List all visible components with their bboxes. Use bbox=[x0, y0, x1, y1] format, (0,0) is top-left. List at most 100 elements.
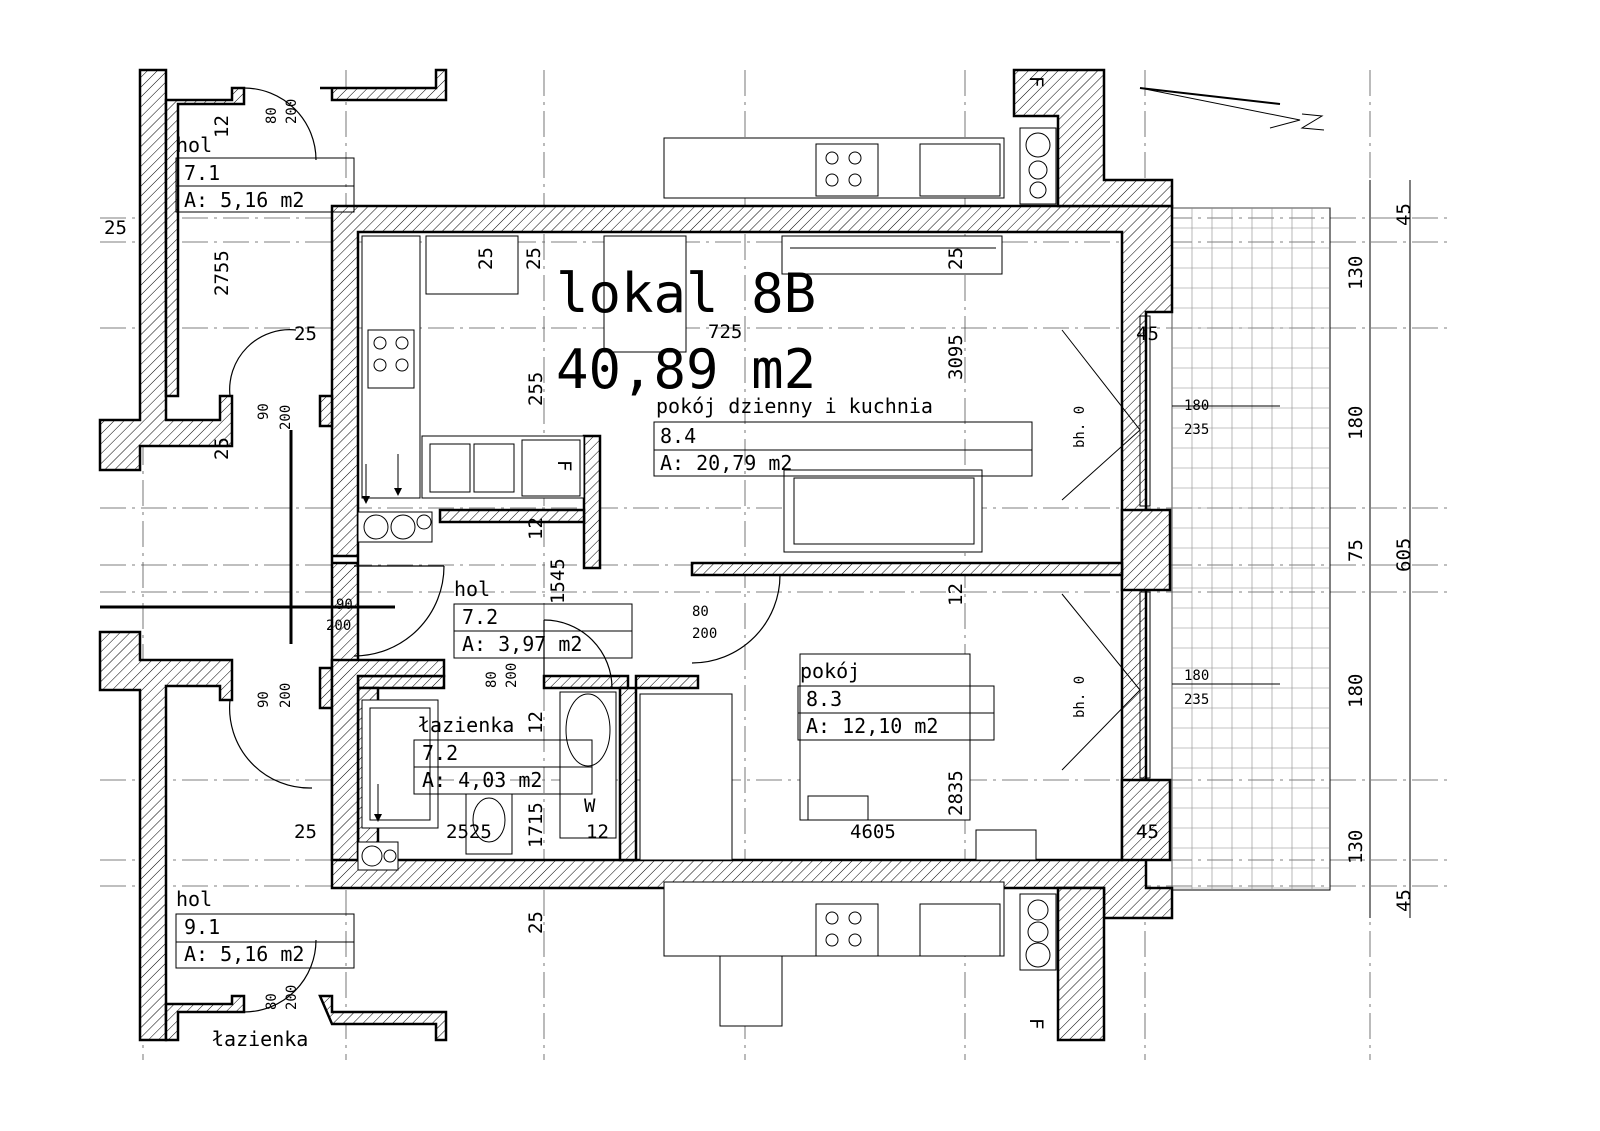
dim-v45-top: 45 bbox=[1393, 203, 1415, 226]
windows bbox=[1061, 315, 1151, 779]
dim-12-b: 12 bbox=[525, 711, 547, 734]
dim-12-c: 12 bbox=[586, 821, 609, 843]
room-area-living: A: 20,79 m2 bbox=[660, 451, 792, 475]
dim-255: 255 bbox=[525, 372, 547, 406]
door-dim-200: 200 bbox=[504, 663, 520, 688]
room-area-hall-bottom: A: 5,16 m2 bbox=[184, 942, 304, 966]
cut-label: łazienka bbox=[212, 1027, 308, 1051]
ventilation-shafts bbox=[357, 127, 1057, 971]
dim-725: 725 bbox=[708, 321, 742, 343]
furniture bbox=[639, 469, 1037, 861]
dim-v180-bot: 180 bbox=[1345, 674, 1367, 708]
room-name-living: pokój dzienny i kuchnia bbox=[656, 394, 933, 418]
dim-1715: 1715 bbox=[525, 802, 547, 848]
walls bbox=[98, 68, 1174, 1042]
f-mark-kitchen: F bbox=[553, 460, 575, 471]
door-dim-80b: 80 bbox=[692, 604, 709, 620]
room-name-hall-bottom: hol bbox=[176, 887, 212, 911]
w-mark: W bbox=[584, 795, 596, 817]
vent-arrows bbox=[362, 454, 402, 822]
f-mark-bottom: F bbox=[1025, 1018, 1047, 1029]
dim-25-top1: 25 bbox=[475, 247, 497, 270]
hall-jamb-top bbox=[318, 394, 334, 428]
dim-3095: 3095 bbox=[945, 334, 967, 380]
dim-45-r1: 45 bbox=[1136, 323, 1159, 345]
shaft-wall-bottom bbox=[1056, 886, 1106, 1042]
dim-180-r1: 180 bbox=[1184, 398, 1209, 414]
dim-25-c: 25 bbox=[294, 821, 317, 843]
room-number-hall: 7.2 bbox=[462, 605, 498, 629]
door-dim-90-cut: 90 bbox=[336, 597, 353, 613]
room-name-hall-top: hol bbox=[176, 133, 212, 157]
door-dim-200-bot: 200 bbox=[284, 985, 300, 1010]
f-mark-top: F bbox=[1025, 76, 1047, 87]
dim-v130-top: 130 bbox=[1345, 256, 1367, 290]
unit-area: 40,89 m2 bbox=[556, 338, 816, 401]
room-area-bedroom: A: 12,10 m2 bbox=[806, 714, 938, 738]
plan-texts: lokal 8B 40,89 m2 pokój dzienny i kuchni… bbox=[104, 76, 1415, 1051]
door-dim-90d: 90 bbox=[256, 691, 272, 708]
room-number-bedroom: 8.3 bbox=[806, 687, 842, 711]
bedroom-top-wall bbox=[634, 674, 700, 690]
door-dim-200-cut: 200 bbox=[326, 618, 351, 634]
dim-235-r1: 235 bbox=[1184, 422, 1209, 438]
hall-jamb-bottom bbox=[318, 666, 334, 710]
room-number-bathroom: 7.2 bbox=[422, 741, 458, 765]
hall-lower-wall bbox=[330, 658, 446, 862]
balcony-pier-lower bbox=[1120, 778, 1172, 862]
room-name-hall: hol bbox=[454, 577, 490, 601]
door-dim-80-bot: 80 bbox=[264, 993, 280, 1010]
dim-235-r2: 235 bbox=[1184, 692, 1209, 708]
bathroom-fixtures bbox=[361, 691, 617, 855]
room-label-boxes bbox=[175, 157, 1033, 969]
shaft-wall-top bbox=[1012, 68, 1174, 208]
dim-v605: 605 bbox=[1393, 538, 1415, 572]
dim-2525: 2525 bbox=[446, 821, 492, 843]
dim-2-top: 25 bbox=[945, 247, 967, 270]
door-dim-90: 90 bbox=[256, 403, 272, 420]
section-cut bbox=[100, 430, 395, 644]
dim-v180-top: 180 bbox=[1345, 406, 1367, 440]
dim-12-top: 12 bbox=[211, 115, 233, 138]
unit-name: lokal 8B bbox=[556, 262, 816, 325]
dim-v130-bot: 130 bbox=[1345, 830, 1367, 864]
balcony-pier bbox=[1120, 508, 1172, 592]
room-area-hall-top: A: 5,16 m2 bbox=[184, 188, 304, 212]
room-number-living: 8.4 bbox=[660, 424, 696, 448]
door-dim-200d: 200 bbox=[692, 626, 717, 642]
dim-25-b: 25 bbox=[211, 437, 233, 460]
room-area-hall: A: 3,97 m2 bbox=[462, 632, 582, 656]
dim-2755: 2755 bbox=[211, 250, 233, 296]
dim-12-a: 12 bbox=[525, 517, 547, 540]
room-name-bathroom: łazienka bbox=[418, 713, 514, 737]
dim-4605: 4605 bbox=[850, 821, 896, 843]
doors bbox=[229, 87, 781, 1013]
dim-25-left: 25 bbox=[104, 217, 127, 239]
dim-1545: 1545 bbox=[547, 558, 569, 604]
dim-25-bottom: 25 bbox=[525, 911, 547, 934]
dim-v45-bot: 45 bbox=[1393, 889, 1415, 912]
balcony-terrace bbox=[1171, 207, 1331, 891]
left-unit-inner-top bbox=[164, 86, 246, 398]
left-unit-wall-bottom-right bbox=[318, 994, 448, 1042]
dim-180-r2: 180 bbox=[1184, 668, 1209, 684]
room-number-hall-top: 7.1 bbox=[184, 161, 220, 185]
sill-height-1: bh. 0 bbox=[1072, 406, 1088, 448]
dim-45-r2: 45 bbox=[1136, 821, 1159, 843]
room-number-hall-bottom: 9.1 bbox=[184, 915, 220, 939]
door-dim-80-top: 80 bbox=[264, 107, 280, 124]
door-dim-80: 80 bbox=[484, 671, 500, 688]
bathroom-top-wall-left bbox=[356, 674, 446, 690]
dim-25-top2: 25 bbox=[523, 247, 545, 270]
dimension-lines bbox=[1172, 180, 1411, 918]
kitchen-partition bbox=[582, 434, 602, 570]
dim-2835: 2835 bbox=[945, 770, 967, 816]
dim-v75: 75 bbox=[1345, 539, 1367, 562]
bathroom-top-wall bbox=[542, 674, 630, 690]
room-area-bathroom: A: 4,03 m2 bbox=[422, 768, 542, 792]
left-unit-wall-top-right bbox=[320, 68, 448, 102]
door-dim-200-top: 200 bbox=[284, 99, 300, 124]
bathroom-right-wall bbox=[618, 686, 638, 862]
room-name-bedroom: pokój bbox=[800, 659, 860, 683]
